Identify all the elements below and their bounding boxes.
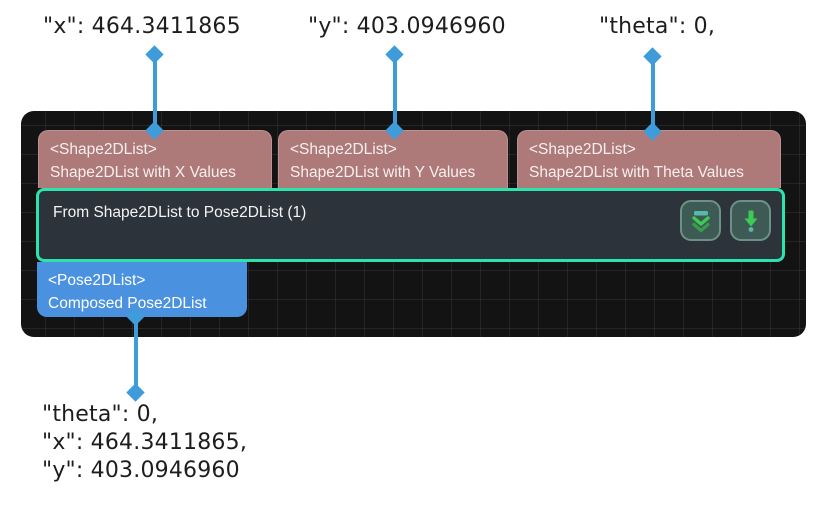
node-from-shape2dlist-to-pose2dlist[interactable]: From Shape2DList to Pose2DList (1)	[36, 188, 785, 262]
output-connector-pose2dlist[interactable]: <Pose2DList> Composed Pose2DList	[37, 262, 247, 317]
double-chevron-down-icon	[688, 208, 714, 234]
callout-line-output	[134, 317, 138, 393]
callout-line-theta	[651, 57, 655, 133]
callout-diamond-y-top	[385, 45, 404, 64]
connector-type-label: <Pose2DList>	[48, 272, 146, 289]
annotation-theta-value: "theta": 0,	[599, 14, 716, 39]
connector-type-label: <Shape2DList>	[290, 141, 397, 158]
connector-type-label: <Shape2DList>	[529, 141, 636, 158]
arrow-down-dot-icon	[738, 208, 764, 234]
annotation-output-values: "theta": 0, "x": 464.3411865, "y": 403.0…	[42, 401, 247, 485]
callout-diamond-x-top	[145, 45, 164, 64]
annotation-x-value: "x": 464.3411865	[43, 14, 241, 39]
connector-name-label: Composed Pose2DList	[48, 295, 207, 312]
callout-diamond-output-bottom	[126, 383, 145, 402]
insert-below-button[interactable]	[730, 200, 771, 241]
connector-name-label: Shape2DList with Y Values	[290, 164, 476, 181]
input-connector-y-values[interactable]: <Shape2DList> Shape2DList with Y Values	[278, 130, 508, 188]
input-connector-x-values[interactable]: <Shape2DList> Shape2DList with X Values	[38, 130, 272, 188]
node-panel: <Shape2DList> Shape2DList with X Values …	[21, 111, 806, 337]
connector-name-label: Shape2DList with X Values	[50, 164, 236, 181]
connector-name-label: Shape2DList with Theta Values	[529, 164, 744, 181]
annotation-y-value: "y": 403.0946960	[308, 14, 506, 39]
callout-diamond-theta-top	[643, 47, 662, 66]
unfold-node-button[interactable]	[680, 200, 721, 241]
node-title: From Shape2DList to Pose2DList (1)	[53, 204, 307, 221]
annotation-output-line-theta: "theta": 0,	[42, 402, 159, 427]
connector-type-label: <Shape2DList>	[50, 141, 157, 158]
annotation-output-line-y: "y": 403.0946960	[42, 458, 240, 483]
callout-line-x	[153, 55, 157, 131]
callout-line-y	[393, 55, 397, 131]
annotation-output-line-x: "x": 464.3411865,	[42, 430, 248, 455]
input-connector-theta-values[interactable]: <Shape2DList> Shape2DList with Theta Val…	[517, 130, 781, 188]
